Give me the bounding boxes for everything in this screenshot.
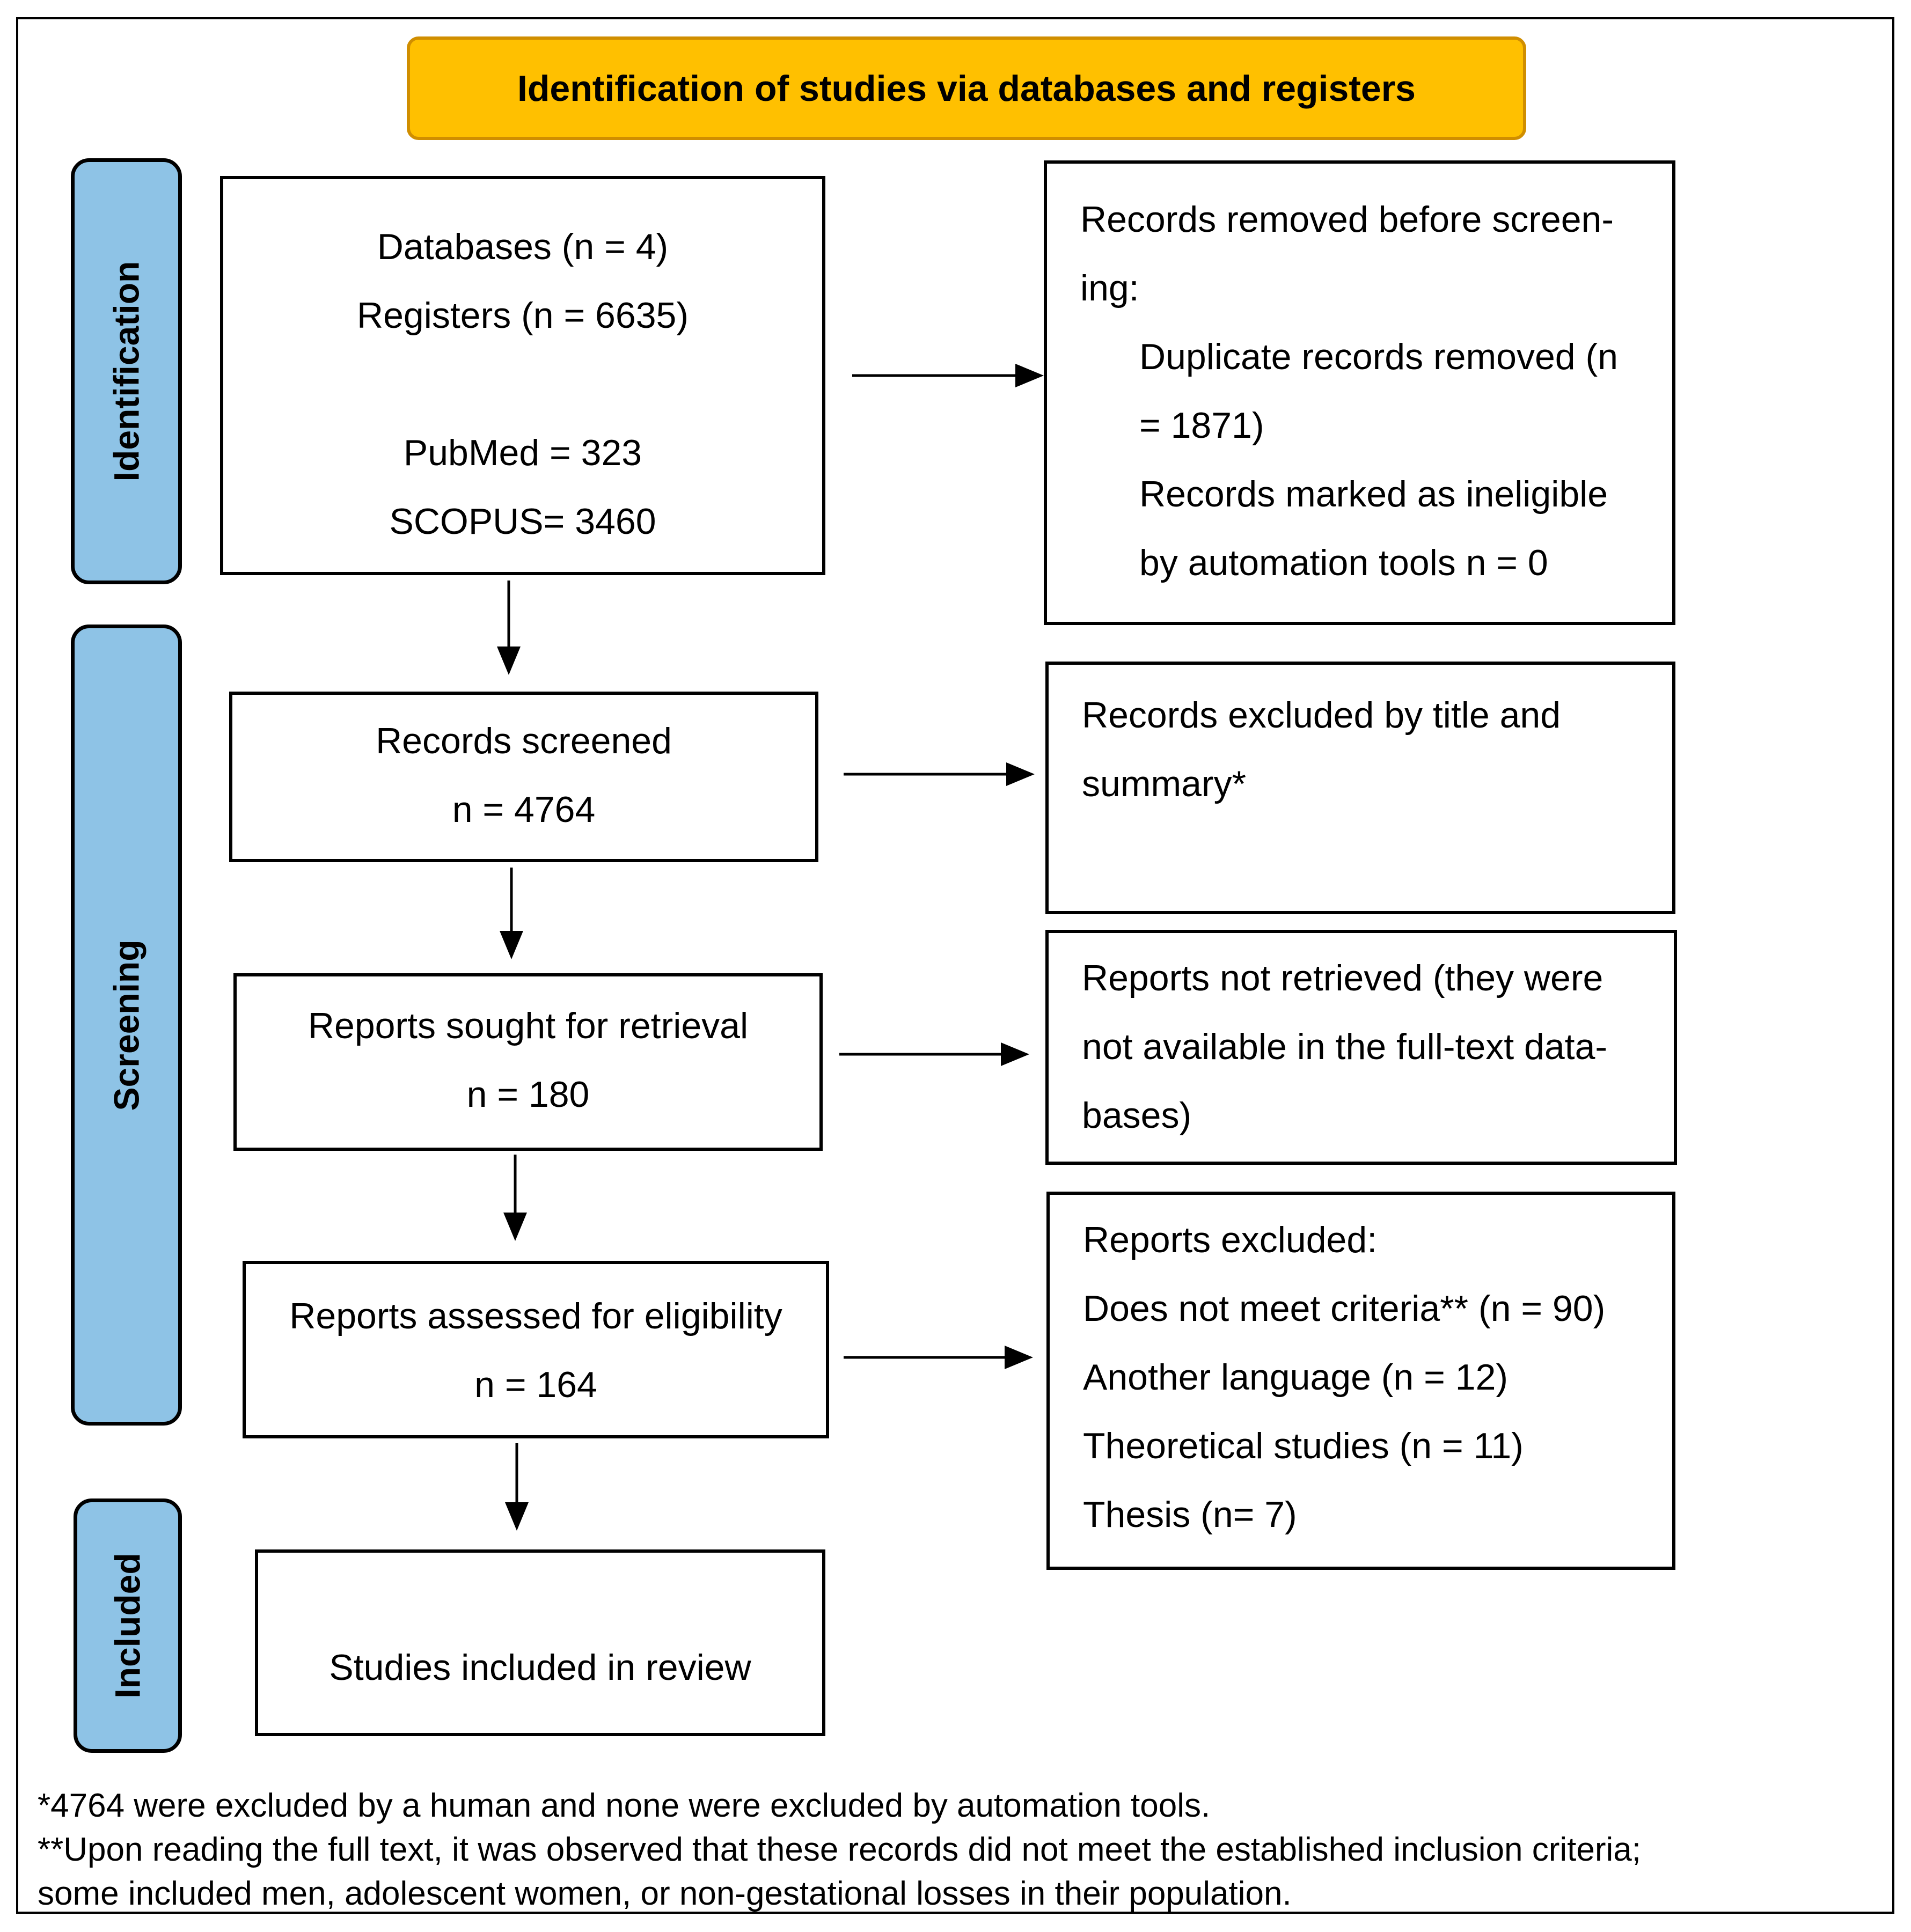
removed-heading: Records removed before screen- — [1080, 199, 1614, 240]
records-screened-count: n = 4764 — [452, 789, 596, 830]
reports-excluded-box: Reports excluded: Does not meet criteria… — [1046, 1192, 1675, 1570]
sought-retrieval-count: n = 180 — [466, 1074, 590, 1115]
not-retrieved-label-end: bases) — [1082, 1095, 1192, 1136]
assessed-eligibility-box: Reports assessed for eligibility n = 164 — [243, 1261, 829, 1438]
scopus-count: SCOPUS= 3460 — [389, 501, 656, 542]
included-studies-label: Studies included in review — [329, 1647, 751, 1688]
arrow-head — [1015, 364, 1044, 387]
ineligible-marked: Records marked as ineligible — [1139, 474, 1608, 515]
excluded-title-box: Records excluded by title and summary* — [1045, 662, 1675, 914]
header-title: Identification of studies via databases … — [407, 36, 1526, 140]
sought-retrieval-label: Reports sought for retrieval — [307, 1005, 749, 1046]
footnotes: *4764 were excluded by a human and none … — [38, 1784, 1641, 1916]
footnote-2: **Upon reading the full text, it was obs… — [38, 1831, 1641, 1868]
included-studies-box: Studies included in review — [255, 1549, 825, 1736]
not-retrieved-label: Reports not retrieved (they were — [1082, 958, 1604, 998]
removed-heading-cont: ing: — [1080, 268, 1139, 308]
excluded-title-label: Records excluded by title and — [1082, 695, 1561, 736]
phase-included: Included — [74, 1498, 182, 1753]
sources-box: Databases (n = 4) Registers (n = 6635) P… — [220, 176, 825, 575]
not-retrieved-label-cont: not available in the full-text data- — [1082, 1026, 1608, 1067]
footnote-1: *4764 were excluded by a human and none … — [38, 1787, 1211, 1824]
arrow-head — [1001, 1042, 1029, 1066]
arrow-head — [500, 931, 523, 959]
arrow-head — [503, 1213, 527, 1241]
records-screened-label: Records screened — [376, 721, 672, 761]
ineligible-marked-count: by automation tools n = 0 — [1139, 542, 1548, 583]
reports-excluded-heading: Reports excluded: — [1083, 1220, 1378, 1260]
exclusion-reason: Theoretical studies (n = 11) — [1083, 1426, 1524, 1466]
duplicates-removed-count: = 1871) — [1139, 405, 1264, 446]
footnote-3: some included men, adolescent women, or … — [38, 1875, 1292, 1912]
removed-before-screening-box: Records removed before screen- ing: Dupl… — [1044, 160, 1675, 625]
exclusion-reason: Thesis (n= 7) — [1083, 1494, 1297, 1535]
databases-count: Databases (n = 4) — [377, 226, 669, 267]
not-retrieved-box: Reports not retrieved (they were not ava… — [1045, 930, 1677, 1165]
arrow-head — [505, 1502, 529, 1531]
arrow-head — [1006, 762, 1035, 786]
sought-retrieval-box: Reports sought for retrieval n = 180 — [233, 973, 823, 1151]
arrow-head — [1005, 1346, 1033, 1369]
figure-frame — [16, 17, 1894, 1914]
assessed-eligibility-label: Reports assessed for eligibility — [289, 1296, 782, 1336]
assessed-eligibility-count: n = 164 — [474, 1364, 597, 1405]
phase-identification: Identification — [71, 158, 182, 584]
arrow-head — [497, 647, 521, 675]
duplicates-removed: Duplicate records removed (n — [1139, 336, 1618, 377]
pubmed-count: PubMed = 323 — [403, 432, 642, 473]
exclusion-reason: Does not meet criteria** (n = 90) — [1083, 1288, 1606, 1329]
records-screened-box: Records screened n = 4764 — [229, 692, 818, 862]
phase-screening: Screening — [71, 625, 182, 1426]
excluded-title-label-cont: summary* — [1082, 763, 1247, 804]
exclusion-reason: Another language (n = 12) — [1083, 1357, 1509, 1398]
registers-count: Registers (n = 6635) — [357, 295, 689, 336]
